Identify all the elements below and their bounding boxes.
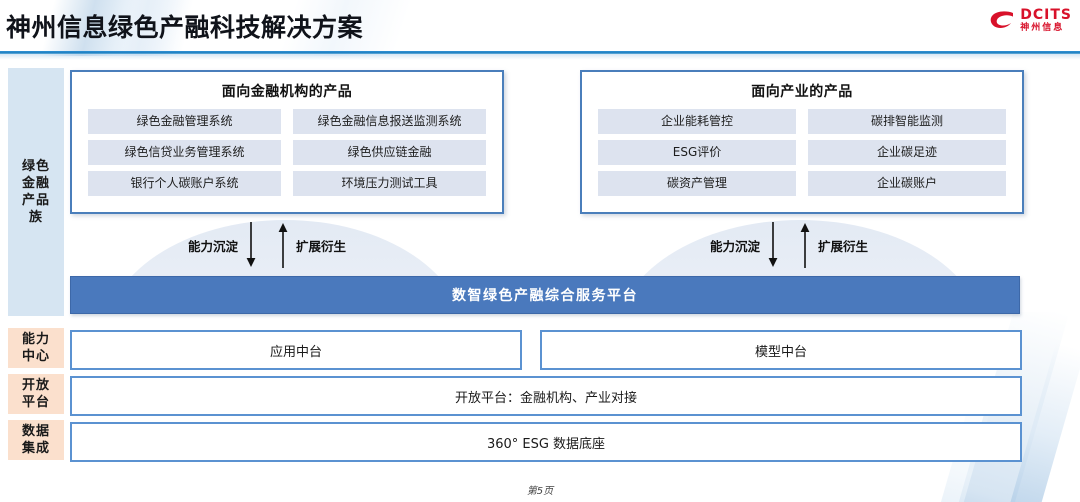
arrow-down-icon bbox=[246, 222, 256, 267]
product-chip[interactable]: 银行个人碳账户系统 bbox=[88, 171, 281, 196]
arrow-up-icon bbox=[800, 223, 810, 268]
logo-en-text: DCITS bbox=[1020, 7, 1072, 23]
flow-label-down: 能力沉淀 bbox=[188, 238, 239, 254]
product-chip-list: 绿色金融管理系统 绿色金融信息报送监测系统 绿色信贷业务管理系统 绿色供应链金融… bbox=[72, 101, 502, 196]
box-label: 开放平台：金融机构、产业对接 bbox=[454, 390, 637, 406]
arrow-down-icon bbox=[768, 222, 778, 267]
product-chip[interactable]: 企业碳账户 bbox=[808, 171, 1006, 196]
flow-label-up: 扩展衍生 bbox=[818, 238, 869, 254]
product-chip[interactable]: 企业碳足迹 bbox=[808, 140, 1006, 165]
sidebar-item-label: 数据集成 bbox=[21, 424, 50, 456]
box-model-middle-platform[interactable]: 模型中台 bbox=[540, 330, 1022, 370]
product-chip[interactable]: 绿色金融管理系统 bbox=[88, 109, 281, 134]
flow-label-up: 扩展衍生 bbox=[296, 238, 347, 254]
flow-arrows-right: 能力沉淀 扩展衍生 bbox=[580, 214, 1020, 276]
sidebar-item-open-platform[interactable]: 开放平台 bbox=[8, 374, 64, 414]
logo-cn-text: 神州信息 bbox=[1020, 23, 1065, 33]
product-chip[interactable]: 企业能耗管控 bbox=[598, 109, 796, 134]
platform-bar[interactable]: 数智绿色产融综合服务平台 bbox=[70, 276, 1020, 314]
page-title: 神州信息绿色产融科技解决方案 bbox=[6, 13, 364, 42]
product-chip[interactable]: 碳资产管理 bbox=[598, 171, 796, 196]
panel-industry-products: 面向产业的产品 企业能耗管控 碳排智能监测 ESG评价 企业碳足迹 碳资产管理 … bbox=[580, 70, 1024, 214]
box-label: 模型中台 bbox=[754, 344, 807, 360]
box-label: 应用中台 bbox=[269, 344, 322, 360]
product-chip-list: 企业能耗管控 碳排智能监测 ESG评价 企业碳足迹 碳资产管理 企业碳账户 bbox=[582, 101, 1022, 196]
box-application-middle-platform[interactable]: 应用中台 bbox=[70, 330, 522, 370]
page-number: 第5页 bbox=[526, 486, 554, 497]
sidebar-item-label: 能力中心 bbox=[21, 332, 50, 364]
product-chip[interactable]: 碳排智能监测 bbox=[808, 109, 1006, 134]
product-chip[interactable]: 绿色供应链金融 bbox=[293, 140, 486, 165]
flow-label-down: 能力沉淀 bbox=[710, 238, 761, 254]
panel-financial-institution-products: 面向金融机构的产品 绿色金融管理系统 绿色金融信息报送监测系统 绿色信贷业务管理… bbox=[70, 70, 504, 214]
product-chip[interactable]: 环境压力测试工具 bbox=[293, 171, 486, 196]
dcits-logo: DCITS 神州信息 bbox=[989, 8, 1072, 33]
box-open-platform[interactable]: 开放平台：金融机构、产业对接 bbox=[70, 376, 1022, 416]
product-chip[interactable]: ESG评价 bbox=[598, 140, 796, 165]
product-chip[interactable]: 绿色信贷业务管理系统 bbox=[88, 140, 281, 165]
dcits-swoosh-icon bbox=[990, 10, 1014, 28]
sidebar-item-label: 绿色金融产品族 bbox=[21, 159, 50, 225]
flow-arrows-left: 能力沉淀 扩展衍生 bbox=[70, 214, 500, 276]
sidebar-item-label: 开放平台 bbox=[21, 378, 50, 410]
box-label: 360° ESG 数据底座 bbox=[486, 436, 606, 452]
panel-title: 面向产业的产品 bbox=[751, 84, 853, 100]
product-chip[interactable]: 绿色金融信息报送监测系统 bbox=[293, 109, 486, 134]
header-divider bbox=[0, 51, 1080, 54]
box-data-base[interactable]: 360° ESG 数据底座 bbox=[70, 422, 1022, 462]
sidebar-item-data-integration[interactable]: 数据集成 bbox=[8, 420, 64, 460]
sidebar-item-ability-center[interactable]: 能力中心 bbox=[8, 328, 64, 368]
platform-label: 数智绿色产融综合服务平台 bbox=[452, 288, 638, 304]
arrow-up-icon bbox=[278, 223, 288, 268]
dome-shape-right bbox=[580, 214, 1020, 276]
panel-title: 面向金融机构的产品 bbox=[221, 84, 353, 100]
header-divider-glow bbox=[0, 54, 1080, 60]
sidebar-item-green-finance-family[interactable]: 绿色金融产品族 bbox=[8, 68, 64, 316]
